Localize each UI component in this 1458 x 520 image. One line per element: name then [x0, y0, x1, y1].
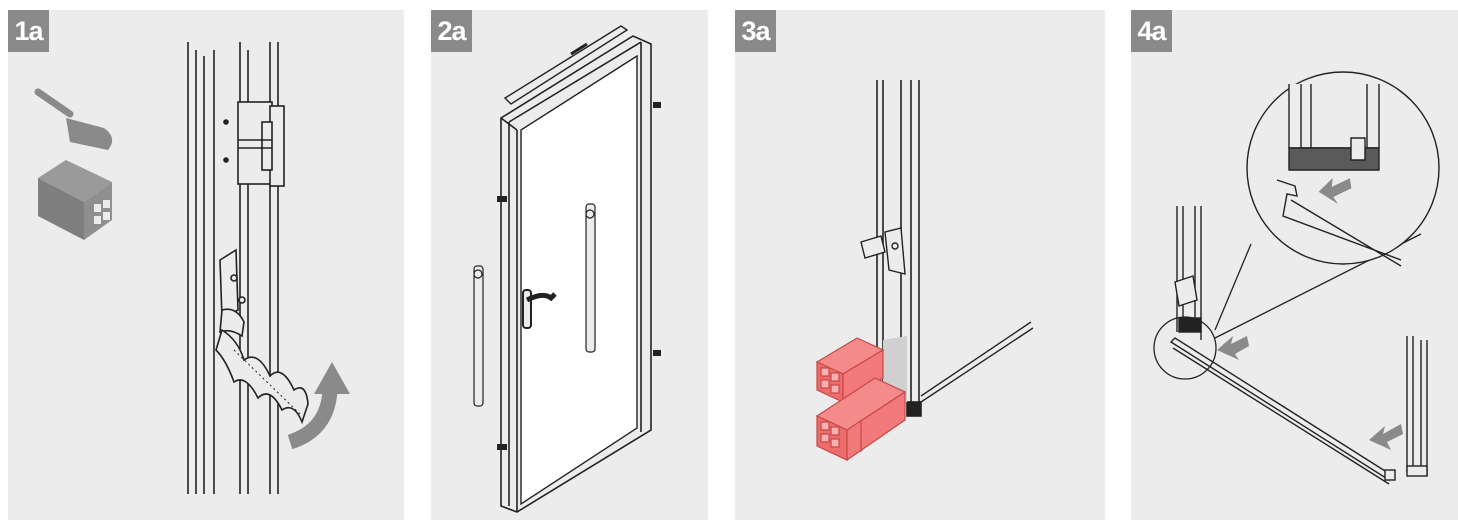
top-rail [503, 25, 629, 105]
curved-arrow-icon [287, 362, 350, 450]
door-leaf-illustration [473, 25, 661, 513]
hinge [223, 101, 285, 187]
brick-icon [38, 160, 112, 240]
step-panel-4a: 4a [1131, 10, 1458, 520]
right-jamb [1406, 336, 1428, 477]
floor-rail [920, 321, 1034, 403]
step-badge: 2a [431, 10, 472, 52]
frame-bars [473, 203, 596, 407]
step-panel-3a: 3a [735, 10, 1105, 520]
pointer-arrow-icon [1217, 178, 1403, 450]
wall-anchor [860, 227, 906, 275]
detail-zoom [1246, 71, 1440, 267]
step-panel-2a: 2a [431, 10, 708, 520]
trowel-icon [34, 88, 113, 150]
step-badge: 4a [1131, 10, 1172, 52]
door-leaf [520, 54, 638, 506]
frame-support-illustration [815, 80, 1034, 462]
left-jamb [1174, 206, 1202, 340]
threshold-rail-illustration [1153, 71, 1440, 485]
step-panel-1a: 1a [8, 10, 404, 520]
door-handle [522, 289, 557, 329]
brick-lower [815, 377, 907, 462]
frame-anchor-illustration [34, 42, 350, 494]
door-frame [500, 35, 652, 513]
hinges [497, 102, 661, 450]
step-badge: 3a [735, 10, 776, 52]
step-badge: 1a [8, 10, 49, 52]
threshold-rail [1169, 337, 1396, 485]
wall-anchor [215, 248, 309, 425]
